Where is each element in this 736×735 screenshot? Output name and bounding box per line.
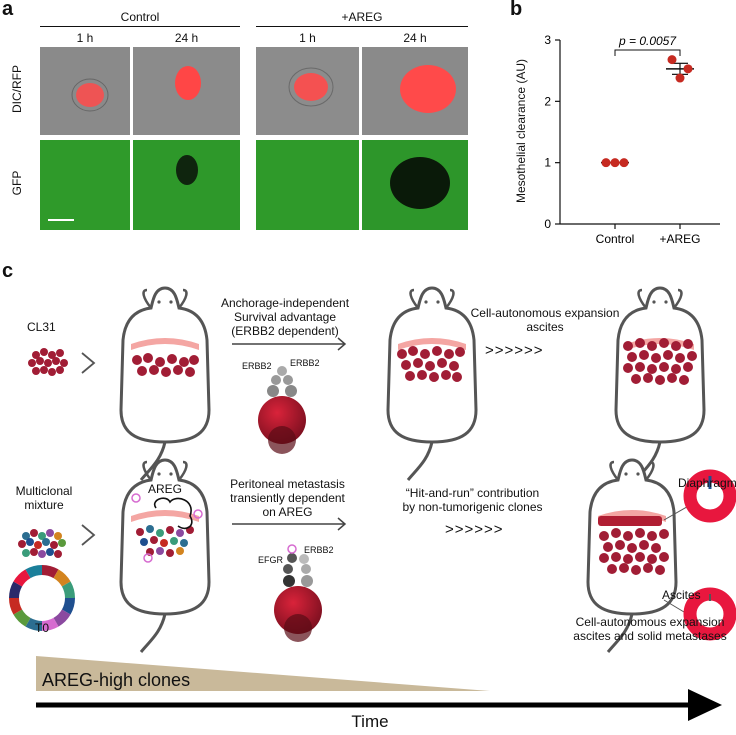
data-point: [619, 158, 629, 168]
time-label-2: 24 h: [174, 31, 199, 45]
schematic-diagram: [9, 286, 736, 721]
mouse-icon-1: [119, 286, 211, 482]
micrograph-gfp-areg-1h: [256, 140, 359, 230]
t0-label: T0: [34, 621, 49, 635]
step2-line1: Cell-autonomous expansion: [470, 306, 620, 320]
step3-line1: Peritoneal metastasis: [230, 477, 345, 491]
significance-bracket: [614, 49, 681, 56]
micrograph-gfp-control-1h: [40, 140, 130, 230]
data-point: [601, 158, 611, 168]
panel-b-letter: b: [510, 0, 523, 20]
group-line-areg: [256, 26, 468, 27]
ring-segment: [53, 569, 71, 587]
step5-line2: ascites and solid metastases: [573, 629, 727, 643]
ring-segment: [61, 581, 75, 599]
y-tick-label: 0: [544, 217, 551, 231]
step2-line2: ascites: [526, 320, 564, 334]
step1-line2: Survival advantage: [233, 310, 337, 324]
ascites-donut: [683, 587, 736, 641]
y-tick-label: 1: [544, 156, 551, 170]
ring-segment: [41, 617, 59, 631]
ascites-label: Ascites: [662, 588, 701, 602]
data-point: [683, 64, 693, 74]
step4-line1: “Hit-and-run” contribution: [405, 486, 540, 500]
step5-line1: Cell-autonomous expansion: [575, 615, 725, 629]
mouse-4-cells: [131, 493, 203, 563]
egfr-label: EFGR: [258, 555, 284, 565]
mouse-3-cells: [623, 338, 697, 385]
x-tick-label: Control: [596, 232, 635, 246]
diaphragm-donut: [683, 469, 736, 523]
areg-label: AREG: [148, 482, 183, 496]
ring-segment: [9, 581, 23, 599]
arrow-icon: [81, 352, 96, 374]
micrograph-dic-control-1h: [40, 47, 130, 135]
areg-high-gradient: [36, 656, 490, 691]
row-label-dic-rfp: DIC/RFP: [10, 65, 24, 113]
micrograph-dic-areg-1h: [256, 47, 359, 135]
multiclonal-cells: [18, 529, 66, 558]
arrow-icon: [81, 524, 96, 546]
step1-line3: (ERBB2 dependent): [231, 324, 339, 338]
arrow-icon: [232, 517, 347, 531]
erbb2-label-b: ERBB2: [290, 358, 320, 368]
time-label-4: 24 h: [403, 31, 427, 45]
ring-segment: [61, 597, 75, 615]
areg-secretion-curve: [153, 497, 193, 530]
t0-ring: [9, 565, 75, 631]
y-tick-label: 3: [544, 33, 551, 47]
data-point: [675, 73, 685, 83]
mouse-5-cells: [598, 516, 669, 575]
group-line-control: [40, 26, 240, 27]
ring-segment: [53, 609, 71, 627]
gradient-label: AREG-high clones: [42, 670, 191, 690]
group-label-areg: +AREG: [341, 10, 383, 24]
data-point: [667, 55, 677, 65]
ring-segment: [13, 609, 31, 627]
data-point: [610, 158, 620, 168]
step3-line3: on AREG: [262, 505, 313, 519]
erbb2-label-c: ERBB2: [304, 545, 334, 555]
panel-c-letter: c: [2, 260, 14, 282]
time-label-3: 1 h: [299, 31, 316, 45]
y-tick-label: 2: [544, 94, 551, 108]
micrograph-gfp-areg-24h: [362, 140, 468, 230]
panel-a-letter: a: [2, 0, 14, 20]
p-value-label: p = 0.0057: [618, 34, 677, 48]
cl31-cells: [28, 348, 68, 376]
ring-segment: [9, 597, 23, 615]
mouse-1-cells: [132, 353, 199, 377]
arrows-row1: >>>>>>: [485, 342, 544, 359]
time-arrowhead: [688, 689, 722, 721]
mouse-2-cells: [397, 346, 465, 382]
arrow-icon: [232, 337, 347, 351]
time-label-1: 1 h: [76, 31, 94, 45]
ring-segment: [25, 565, 43, 579]
ring-segment: [41, 565, 59, 579]
step4-line2: by non-tumorigenic clones: [402, 500, 543, 514]
row-label-gfp: GFP: [10, 170, 24, 196]
time-label: Time: [351, 712, 389, 731]
step1-line1: Anchorage-independent: [220, 296, 350, 310]
diaphragm-label: Diaphragm: [678, 476, 736, 490]
egfr-erbb2-cell-icon: [274, 544, 322, 642]
micrograph-dic-areg-24h: [362, 47, 468, 135]
cl31-label: CL31: [27, 320, 56, 334]
erbb2-label-a: ERBB2: [242, 361, 272, 371]
multiclonal-line2: mixture: [24, 498, 64, 512]
step3-line2: transiently dependent: [230, 491, 345, 505]
micrograph-dic-control-24h: [133, 47, 240, 135]
multiclonal-line1: Multiclonal: [15, 484, 73, 498]
erbb2-cell-icon: [258, 366, 306, 454]
ring-segment: [13, 569, 31, 587]
arrows-row2: >>>>>>: [445, 521, 504, 538]
x-tick-label: +AREG: [659, 232, 700, 246]
ring-segment: [25, 617, 43, 631]
micrograph-gfp-control-24h: [133, 140, 240, 230]
group-label-control: Control: [120, 10, 160, 24]
